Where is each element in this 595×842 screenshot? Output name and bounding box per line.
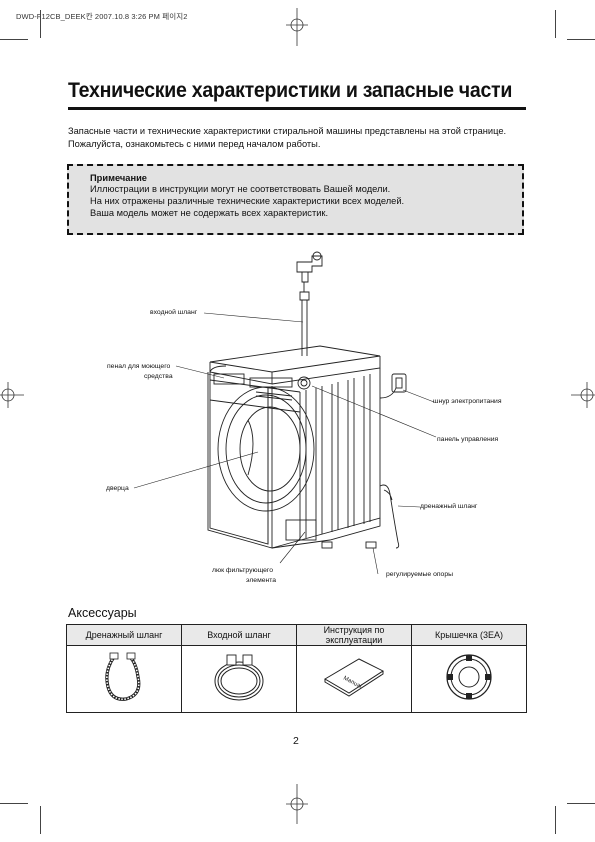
manual-icon: Manual <box>324 657 385 697</box>
crop-mark <box>567 803 595 804</box>
table-cell <box>66 645 182 713</box>
table-cell <box>411 645 527 713</box>
crop-mark <box>0 803 28 804</box>
column-header: Дренажный шланг <box>66 624 182 646</box>
intro-line-2: Пожалуйста, ознакомьтесь с ними перед на… <box>68 139 321 149</box>
title-underline <box>68 107 526 110</box>
intro-line-1: Запасные части и технические характерист… <box>68 126 507 136</box>
drain-hose-icon <box>105 652 141 701</box>
callout-filter-hatch: люк фильтрующего <box>212 567 274 574</box>
column-header: Входной шланг <box>181 624 297 646</box>
page-number: 2 <box>293 735 299 747</box>
callout-control-panel: панель управления <box>437 436 499 443</box>
file-header: DWD-F12CB_DEEK칸 2007.10.8 3:26 PM 페이지2 <box>16 12 188 21</box>
note-title: Примечание <box>90 173 147 183</box>
registration-mark-icon <box>286 784 308 824</box>
table-row: Manual <box>66 645 527 713</box>
column-header: Крышечка (3EA) <box>411 624 527 646</box>
inlet-hose-icon <box>214 654 264 700</box>
crop-mark <box>567 39 595 40</box>
crop-mark <box>555 10 556 38</box>
table-cell: Manual <box>296 645 412 713</box>
registration-mark-icon <box>0 382 24 408</box>
callout-feet: регулируемые опоры <box>386 571 453 578</box>
note-line: Иллюстрации в инструкции могут не соотве… <box>90 184 391 194</box>
washing-machine-diagram <box>133 251 437 575</box>
registration-mark-icon <box>571 382 595 408</box>
callout-door: дверца <box>106 485 129 492</box>
registration-mark-icon <box>286 8 308 46</box>
page-title: Технические характеристики и запасные ча… <box>68 79 513 102</box>
callout-drain-hose: дренажный шланг <box>420 503 478 510</box>
note-box <box>67 164 524 235</box>
crop-mark <box>555 806 556 834</box>
note-line: Ваша модель может не содержать всех хара… <box>90 208 329 218</box>
accessories-table: Дренажный шланг Входной шланг Инструкция… <box>66 624 527 713</box>
crop-mark <box>0 39 28 40</box>
table-header-row: Дренажный шланг Входной шланг Инструкция… <box>66 624 527 646</box>
callout-power-cord: шнур электропитания <box>433 398 502 405</box>
crop-mark <box>40 10 41 38</box>
column-header: Инструкция по эксплуатации <box>296 624 412 646</box>
callout-filter-hatch-line2: элемента <box>246 577 277 584</box>
cap-icon <box>446 653 492 700</box>
crop-mark <box>40 806 41 834</box>
callout-inlet-hose: входной шланг <box>150 309 198 316</box>
callout-detergent-drawer: пенал для моющего <box>107 363 171 370</box>
callout-detergent-drawer-line2: средства <box>144 373 173 380</box>
accessories-title: Аксессуары <box>68 606 137 620</box>
table-cell <box>181 645 297 713</box>
note-line: На них отражены различные технические ха… <box>90 196 405 206</box>
